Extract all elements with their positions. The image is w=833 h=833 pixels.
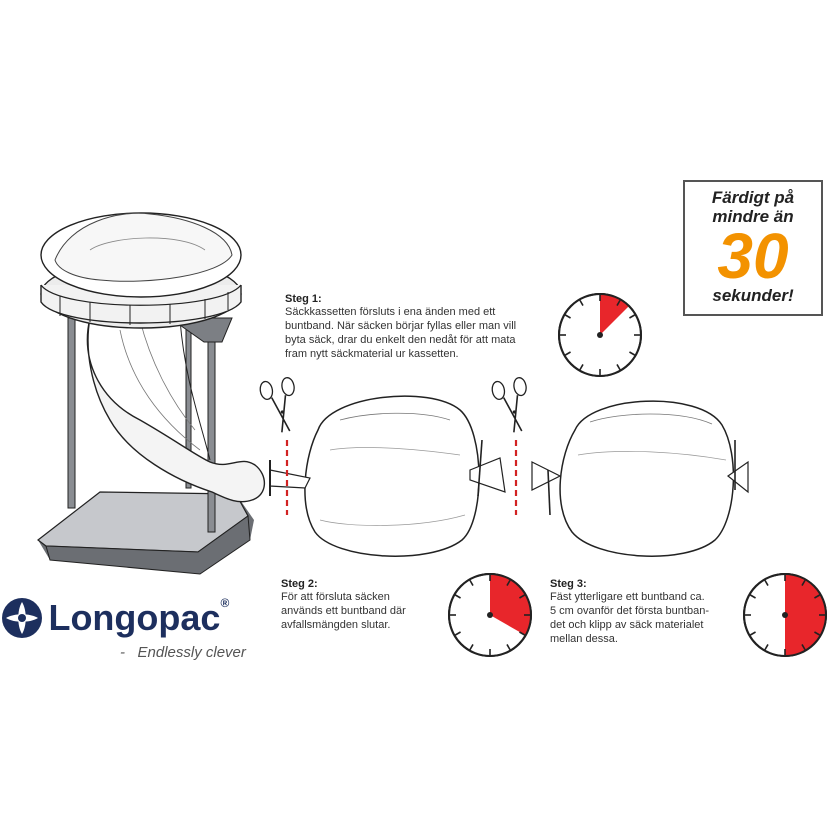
clock-rim	[448, 573, 532, 657]
clock-tick	[579, 364, 584, 371]
badge-line3: sekunder!	[712, 286, 794, 305]
step-3-line: mellan dessa.	[550, 633, 618, 645]
clock-elapsed-wedge	[600, 294, 629, 335]
bag-right	[531, 400, 749, 557]
step-3-title: Steg 3:	[550, 578, 587, 590]
step-2-title: Steg 2:	[281, 578, 318, 590]
step-2-line: avfallsmängden slutar.	[281, 619, 391, 631]
brand-logo: Longopac®	[0, 596, 229, 640]
clock-center	[597, 332, 603, 338]
clock-tick	[506, 579, 511, 586]
badge-line2: mindre än	[712, 207, 794, 226]
clock-center	[487, 612, 493, 618]
scissors-icon	[259, 377, 295, 433]
clock-tick	[801, 579, 806, 586]
clock-tick	[564, 351, 571, 356]
longopac-logo-icon	[2, 598, 42, 638]
clock-tick	[814, 594, 821, 599]
step-3: Steg 3: Fäst ytterligare ett buntband ca…	[550, 578, 740, 646]
clock-tick	[749, 631, 756, 636]
clock-icon	[558, 293, 642, 377]
clock-rim	[743, 573, 827, 657]
clock-tick	[629, 351, 636, 356]
clock-tick	[506, 644, 511, 651]
scissors-icon	[491, 377, 527, 433]
badge-line1: Färdigt på	[711, 188, 795, 207]
clock-elapsed-wedge	[785, 574, 826, 656]
step-2-line: används ett buntband där	[281, 605, 406, 617]
step-3-line: 5 cm ovanför det första buntban-	[550, 605, 709, 617]
step-1-line: byta säck, drar du enkelt den nedåt för …	[285, 334, 516, 346]
tagline-text: Endlessly clever	[137, 644, 246, 661]
clock-rim	[558, 293, 642, 377]
bag-middle	[269, 395, 506, 557]
clock-tick	[454, 594, 461, 599]
clock-tick	[616, 299, 621, 306]
step-1-line: buntband. När säcken börjar fyllas eller…	[285, 320, 517, 332]
clock-tick	[814, 631, 821, 636]
clock-tick	[519, 594, 526, 599]
step-3-line: Fäst ytterligare ett buntband ca.	[550, 591, 705, 603]
step-2-line: För att försluta säcken	[281, 591, 390, 603]
step-2: Steg 2: För att försluta säcken används …	[281, 578, 451, 632]
clock-icon	[743, 573, 827, 657]
registered-mark: ®	[220, 596, 230, 610]
stand-base	[37, 491, 254, 575]
clock-tick	[564, 314, 571, 319]
clock-tick	[749, 594, 756, 599]
step-3-line: det och klipp av säck materialet	[550, 619, 704, 631]
clock-center	[782, 612, 788, 618]
clock-tick	[616, 364, 621, 371]
clock-tick	[764, 644, 769, 651]
clock-tick	[519, 631, 526, 636]
stand-bag	[86, 317, 266, 503]
clock-tick	[579, 299, 584, 306]
time-badge: Färdigt på mindre än 30 sekunder!	[683, 180, 823, 316]
clock-tick	[801, 644, 806, 651]
stand-ring	[40, 212, 242, 329]
clock-tick	[454, 631, 461, 636]
clock-icon	[448, 573, 532, 657]
step-1-line: fram nytt säckmaterial ur kassetten.	[285, 348, 459, 360]
step-1-line: Säckkassetten försluts i ena änden med e…	[285, 306, 496, 318]
badge-number: 30	[717, 220, 789, 292]
step-1: Steg 1: Säckkassetten försluts i ena änd…	[285, 293, 565, 361]
clock-tick	[469, 579, 474, 586]
tagline: - Endlessly clever	[120, 644, 246, 661]
brand-name: Longopac	[48, 597, 221, 638]
clock-tick	[469, 644, 474, 651]
clock-tick	[629, 314, 636, 319]
step-1-title: Steg 1:	[285, 293, 322, 305]
tagline-dash: -	[120, 644, 125, 661]
clock-tick	[764, 579, 769, 586]
